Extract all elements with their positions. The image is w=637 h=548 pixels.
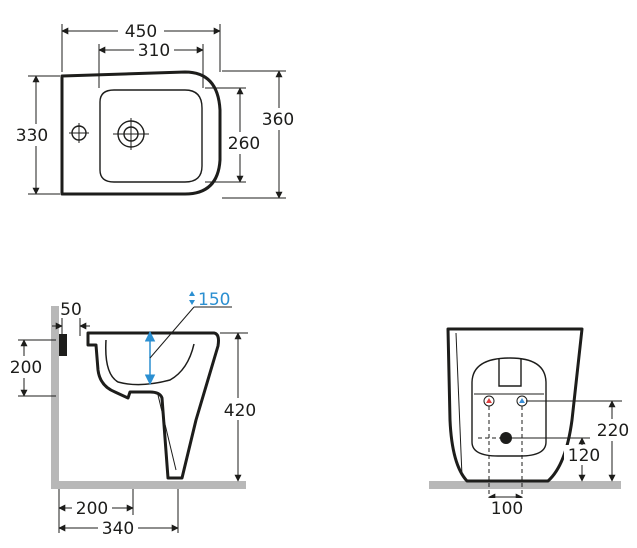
dim-bowl-depth: 260 — [228, 134, 260, 154]
side-view-outline — [86, 331, 220, 480]
wall — [51, 306, 59, 488]
front-view-outline — [446, 327, 584, 483]
cold-triangle-icon — [519, 398, 525, 403]
dim-projection: 340 — [102, 519, 134, 539]
top-view: 450 310 330 360 260 — [14, 20, 300, 199]
floor-side — [51, 481, 246, 489]
dim-base-offset: 200 — [76, 499, 108, 519]
dim-inlet-height: 200 — [10, 358, 42, 378]
dim-depth-left: 330 — [16, 126, 48, 146]
top-view-bowl — [99, 89, 203, 183]
dim-wall-offset: 50 — [60, 300, 82, 320]
dim-drain-height: 120 — [568, 446, 600, 466]
updown-arrow-icon — [189, 291, 195, 305]
front-view: 220 120 100 — [429, 327, 632, 519]
dim-height: 420 — [224, 401, 256, 421]
top-view-outline — [60, 70, 222, 196]
dim-water-level: 150 — [198, 290, 230, 310]
hot-triangle-icon — [486, 398, 492, 403]
dim-spacing: 100 — [491, 499, 523, 519]
dim-width-inner: 310 — [138, 41, 170, 61]
dim-depth-total: 360 — [262, 110, 294, 130]
dim-tap-height: 220 — [597, 421, 629, 441]
dim-width-outer: 450 — [125, 22, 157, 42]
side-view: 50 200 150 420 200 340 — [8, 290, 260, 539]
floor-front — [429, 481, 621, 489]
